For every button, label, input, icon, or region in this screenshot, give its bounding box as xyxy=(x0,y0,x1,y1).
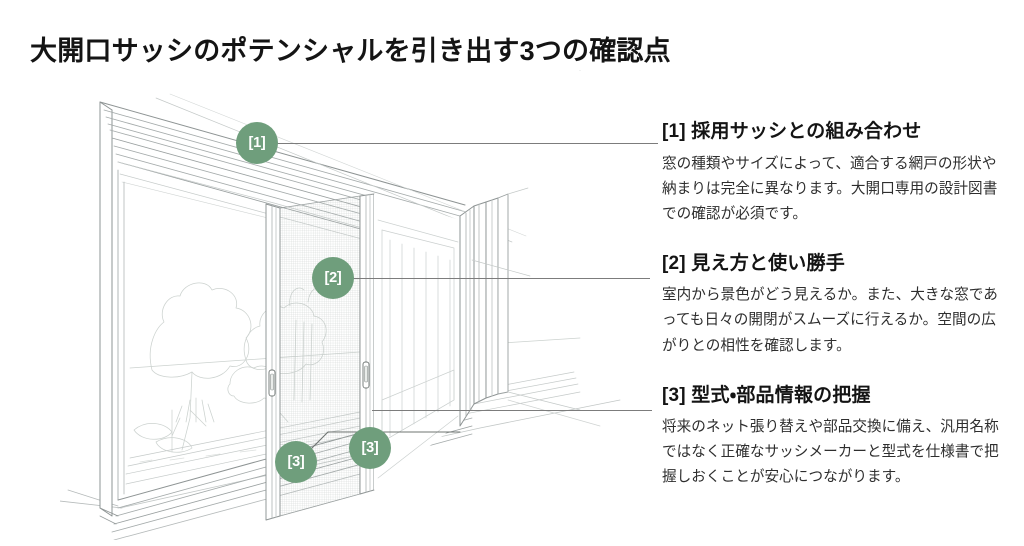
point-2-title: [2] 見え方と使い勝手 xyxy=(662,252,845,274)
point-1-body: 窓の種類やサイズによって、適合する網戸の形状や納まりは完全に異なります。大開口専… xyxy=(662,155,998,222)
page-title: 大開口サッシのポテンシャルを引き出す3つの確認点 xyxy=(30,36,671,67)
points-column: [1] 採用サッシとの組み合わせ 窓の種類やサイズによって、適合する網戸の形状や… xyxy=(662,118,1002,490)
point-item-3: [3] 型式・部品情報の把握 将来のネット張り替えや部品交換に備え、汎用名称では… xyxy=(662,382,1002,491)
point-item-1: [1] 採用サッシとの組み合わせ 窓の種類やサイズによって、適合する網戸の形状や… xyxy=(662,118,1002,227)
leader-line-3 xyxy=(372,410,652,411)
marker-2[interactable]: [2] xyxy=(312,257,354,299)
point-1-title: [1] 採用サッシとの組み合わせ xyxy=(662,121,922,142)
marker-1[interactable]: [1] xyxy=(236,122,278,164)
leader-line-2 xyxy=(340,278,650,279)
marker-3-sill[interactable]: [3] xyxy=(275,441,317,483)
point-3-title: [3] 型式・部品情報の把握 xyxy=(662,384,871,406)
point-3-body: 将来のネット張り替えや部品交換に備え、汎用名称ではなく正確なサッシメーカーと型式… xyxy=(662,419,999,486)
sash-window-illustration xyxy=(60,70,660,540)
point-2-body: 室内から景色がどう見えるか。また、大きな窓であっても日々の開閉がスムーズに行える… xyxy=(662,287,998,354)
leader-line-1 xyxy=(258,143,658,144)
point-item-2: [2] 見え方と使い勝手 室内から景色がどう見えるか。また、大きな窓であっても日… xyxy=(662,250,1002,359)
marker-3-meeting-stile[interactable]: [3] xyxy=(349,427,391,469)
